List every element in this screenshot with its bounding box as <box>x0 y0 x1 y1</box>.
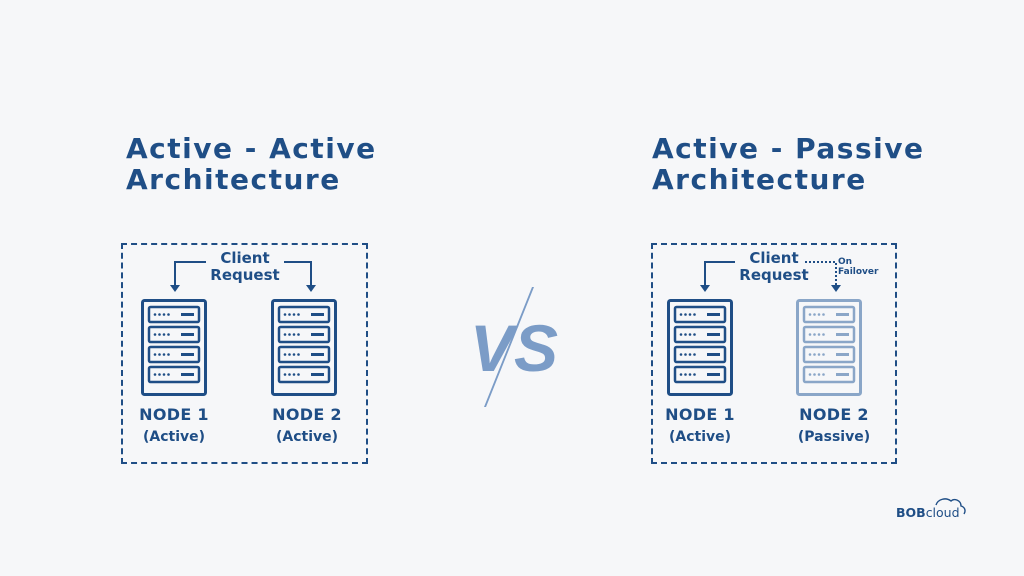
failover-line1: On <box>838 257 853 267</box>
left-title: Active - Active Architecture <box>126 133 377 195</box>
active-passive-panel <box>651 243 897 464</box>
arrow-down-icon <box>700 261 735 292</box>
left-node2-name: NODE 2 <box>272 405 342 424</box>
failover-label: On Failover <box>838 257 878 277</box>
right-node2-state: (Passive) <box>797 429 871 445</box>
active-active-panel <box>121 243 368 464</box>
left-title-line2: Architecture <box>126 163 341 196</box>
arrow-down-icon <box>284 261 316 292</box>
vs-icon: VS <box>470 287 558 407</box>
server-rack-icon <box>141 299 207 396</box>
left-node1-name: NODE 1 <box>139 405 209 424</box>
server-rack-icon <box>667 299 733 396</box>
right-title-line2: Architecture <box>652 163 867 196</box>
vs-label: VS <box>470 311 558 385</box>
failover-arrow-down-icon <box>805 261 837 289</box>
failover-line2: Failover <box>838 267 879 277</box>
left-node2-state: (Active) <box>275 429 339 445</box>
right-client-line1: Client <box>749 249 799 267</box>
cloud-icon <box>935 498 966 515</box>
arrow-down-icon <box>170 261 206 292</box>
right-client-request-label: Client Request <box>734 250 814 284</box>
logo-text-bold: BOB <box>896 505 926 520</box>
bobcloud-logo: BOBcloud <box>896 496 968 524</box>
right-title-line1: Active - Passive <box>652 132 925 165</box>
right-node1-state: (Active) <box>668 429 732 445</box>
left-client-request-label: Client Request <box>205 250 285 284</box>
left-title-line1: Active - Active <box>126 132 377 165</box>
right-client-line2: Request <box>739 266 809 284</box>
left-client-line1: Client <box>220 249 270 267</box>
left-client-line2: Request <box>210 266 280 284</box>
server-rack-icon <box>271 299 337 396</box>
logo-text-light: cloud <box>925 505 960 520</box>
left-node1-state: (Active) <box>142 429 206 445</box>
right-node2-name: NODE 2 <box>799 405 869 424</box>
right-title: Active - Passive Architecture <box>652 133 924 195</box>
server-rack-passive-icon <box>796 299 862 396</box>
right-node1-name: NODE 1 <box>665 405 735 424</box>
